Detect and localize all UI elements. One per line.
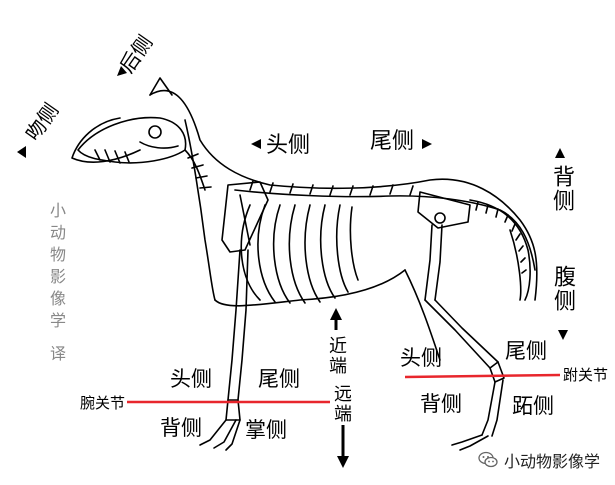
arrow-up-left-icon	[117, 66, 127, 76]
distal-arrow-icon	[337, 425, 349, 468]
forelimb-dorsal-label: 背侧	[160, 416, 202, 440]
arrow-down-icon	[558, 330, 568, 340]
forelimb-palmar-label: 掌侧	[245, 418, 287, 442]
proximal-label: 近端	[326, 336, 347, 376]
hindlimb-dorsal-label: 背侧	[420, 392, 462, 416]
brand-name: 小动物影像学	[504, 452, 601, 471]
forelimb-caudal-label: 尾侧	[258, 367, 300, 391]
body-outline	[71, 77, 538, 361]
arrow-up-icon	[555, 148, 565, 158]
cranial-label: 头侧	[266, 133, 311, 158]
tarsal-joint-label: 跗关节	[563, 366, 609, 384]
hindlimb	[424, 224, 505, 451]
hindlimb-cranial-label: 头侧	[400, 346, 442, 370]
tarsal-joint-line	[404, 373, 561, 379]
forelimb-cranial-label: 头侧	[170, 367, 212, 391]
cervical-vertebrae	[184, 149, 212, 191]
pelvis	[417, 191, 471, 229]
forelimb	[199, 249, 249, 451]
hindlimb-plantar-label: 跖侧	[512, 394, 554, 418]
ventral-label: 腹侧	[550, 265, 575, 313]
arrow-left-icon	[17, 146, 26, 158]
brand-badge: 小动物影像学	[478, 448, 600, 472]
distal-label: 远端	[331, 384, 352, 424]
caudal-label: 尾侧	[370, 129, 415, 154]
proximal-arrow-icon	[330, 308, 342, 330]
wechat-logo-icon	[478, 451, 498, 468]
carpal-joint-label: 腕关节	[80, 394, 126, 412]
translator-watermark: 小动物影像学 译	[47, 202, 66, 368]
spine	[234, 180, 536, 271]
tail	[469, 199, 531, 301]
arrow-right-icon	[422, 139, 432, 149]
ribcage	[240, 204, 359, 304]
arrow-left-icon	[251, 139, 261, 149]
hindlimb-caudal-label: 尾侧	[505, 339, 547, 363]
dorsal-label: 背侧	[549, 165, 574, 213]
